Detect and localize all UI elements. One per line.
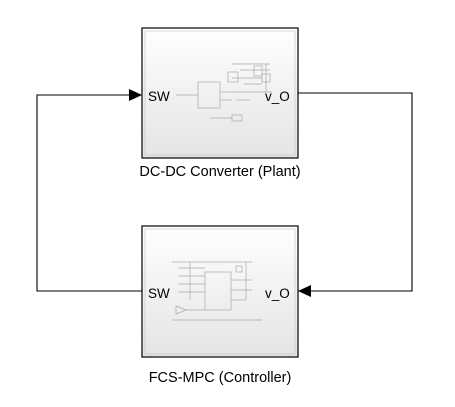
plant-internal-schematic <box>176 63 272 122</box>
controller-input-arrow-icon <box>298 285 311 297</box>
plant-block-inner-border <box>144 30 296 156</box>
plant-output-port-label: v_O <box>265 89 290 104</box>
plant-input-port-label: SW <box>148 89 170 104</box>
controller-output-port-label: v_O <box>265 286 290 301</box>
controller-block-frame <box>141 225 299 358</box>
signal-line-sw[interactable] <box>36 94 142 292</box>
signal-line-vo[interactable] <box>298 92 413 292</box>
controller-block-caption: FCS-MPC (Controller) <box>149 370 292 386</box>
controller-input-port-label: SW <box>148 286 170 301</box>
controller-block-inner-border <box>144 228 296 355</box>
plant-block-caption: DC-DC Converter (Plant) <box>139 164 300 180</box>
controller-internal-schematic <box>172 261 262 321</box>
plant-block[interactable]: SW v_O <box>141 27 299 159</box>
plant-input-arrow-icon <box>129 89 142 101</box>
controller-block[interactable]: SW v_O <box>141 225 299 358</box>
